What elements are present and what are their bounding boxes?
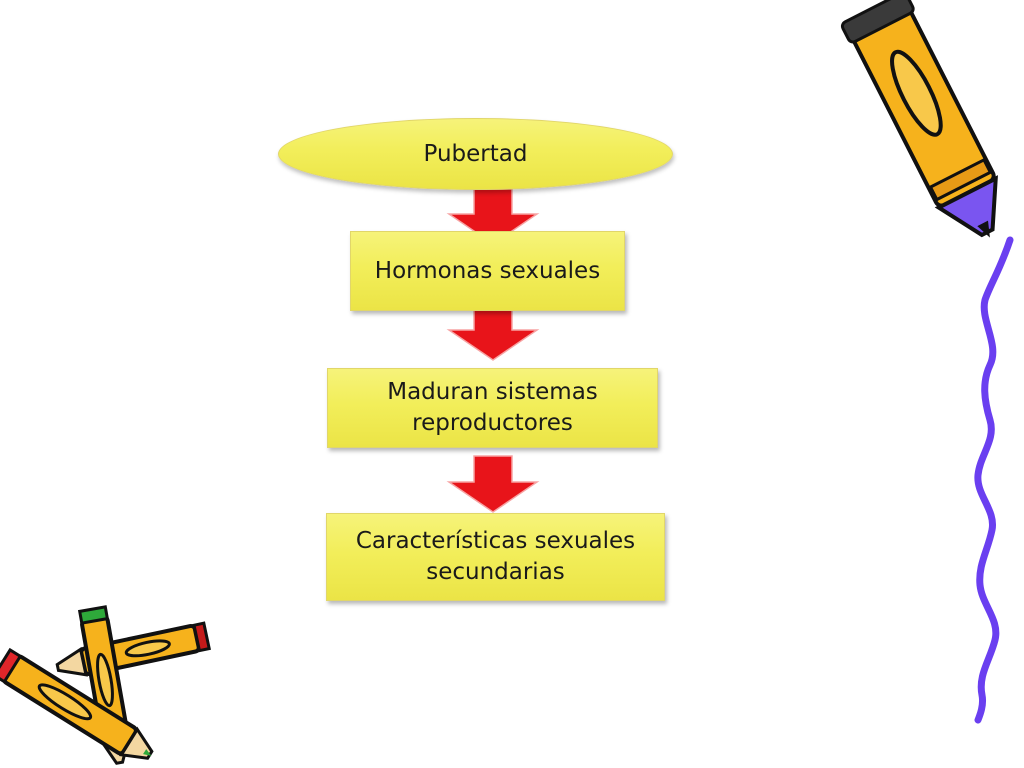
node-caracteristicas-label: Características sexuales secundarias: [355, 528, 636, 585]
node-hormonas-label: Hormonas sexuales: [374, 257, 601, 284]
node-pubertad: Pubertad: [278, 118, 673, 190]
node-maduran-sistemas: Maduran sistemas reproductores: [327, 368, 658, 448]
pencils-icon: [0, 605, 211, 765]
node-pubertad-label: Pubertad: [423, 140, 528, 167]
arrow-down-2: [446, 304, 540, 361]
arrow-down-1: [446, 188, 540, 245]
node-caracteristicas: Características sexuales secundarias: [326, 513, 665, 601]
node-maduran-label: Maduran sistemas reproductores: [387, 379, 598, 436]
wavy-line-decoration: [974, 236, 1014, 724]
pencil-icon: [840, 0, 998, 238]
arrow-down-3: [446, 455, 540, 513]
node-hormonas-sexuales: Hormonas sexuales: [350, 231, 625, 311]
